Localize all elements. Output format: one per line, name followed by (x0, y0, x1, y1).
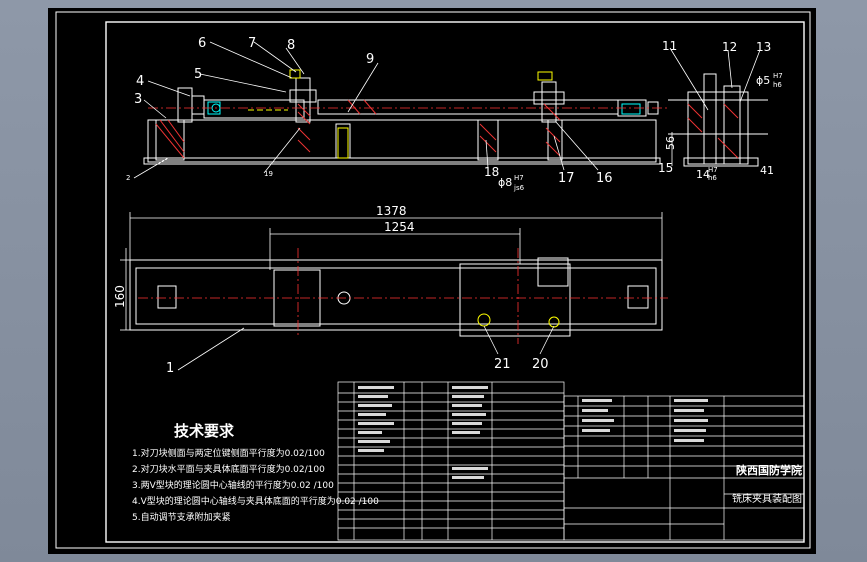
fit-pin-upper: H7 (514, 174, 524, 182)
part-label-11: 11 (662, 39, 677, 53)
dim-overall-length: 1378 (376, 204, 407, 218)
tech-item-5: 5.自动调节支承附加夹紧 (132, 511, 231, 523)
part-label-7: 7 (248, 36, 256, 51)
part-label-18: 18 (484, 165, 499, 179)
part-label-1: 1 (166, 361, 174, 376)
drawing-canvas: 6 7 8 9 4 5 3 11 12 13 18 17 16 15 14 1 … (55, 11, 811, 549)
yellow-details (248, 69, 553, 159)
table-fill-strokes (358, 386, 708, 479)
part-label-6: 6 (198, 36, 206, 51)
front-view (143, 77, 661, 165)
part-label-2: 2 (126, 174, 130, 182)
part-label-12: 12 (722, 40, 737, 54)
part-label-8: 8 (287, 38, 295, 53)
title-block-drawing-name: 铣床夹具装配图 (732, 492, 802, 505)
part-label-13: 13 (756, 40, 771, 54)
fit-pin: ϕ8 (498, 176, 512, 189)
tech-item-2: 2.对刀块水平面与夹具体底面平行度为0.02/100 (132, 463, 325, 475)
dim-side2: 41 (760, 164, 774, 177)
fit-top-upper: H7 (773, 72, 783, 80)
part-label-16: 16 (596, 171, 613, 186)
dimension-lines (120, 132, 673, 331)
part-label-17: 17 (558, 171, 575, 186)
part-labels: 6 7 8 9 4 5 3 11 12 13 18 17 16 15 14 1 … (126, 36, 771, 376)
part-label-15: 15 (658, 161, 673, 175)
parts-list-left (337, 381, 565, 541)
fit-top-lower: h6 (773, 81, 782, 89)
leader-lines (133, 41, 761, 371)
fit-pin-lower: js6 (513, 184, 525, 192)
fit-side-upper: H7 (708, 166, 718, 174)
drawing-sheet: 6 7 8 9 4 5 3 11 12 13 18 17 16 15 14 1 … (48, 8, 816, 554)
part-label-19: 19 (264, 170, 273, 178)
fit-top: ϕ5 (756, 74, 770, 87)
tech-item-4: 4.V型块的理论圆中心轴线与夹具体底面的平行度为0.02 /100 (132, 495, 379, 507)
section-hatch-side (687, 103, 739, 159)
dim-side: 56 (664, 136, 677, 150)
part-label-21: 21 (494, 357, 511, 372)
tech-title: 技术要求 (174, 422, 235, 440)
parts-list-right (563, 395, 805, 541)
dim-plan-height: 160 (113, 285, 127, 308)
part-label-3: 3 (134, 92, 142, 107)
tech-item-1: 1.对刀块侧面与两定位键侧面平行度为0.02/100 (132, 447, 325, 459)
plan-centerline (138, 248, 668, 344)
section-hatch-front (297, 99, 561, 157)
dim-inner-length: 1254 (384, 220, 415, 234)
inner-border (105, 21, 805, 543)
side-view (668, 73, 768, 167)
part-label-4: 4 (136, 74, 144, 89)
tech-requirements: 技术要求 1.对刀块侧面与两定位键侧面平行度为0.02/100 2.对刀块水平面… (132, 422, 379, 523)
title-block-school: 陕西国防学院 (736, 463, 802, 477)
plan-view (129, 257, 663, 337)
cyan-details (148, 101, 668, 115)
part-label-20: 20 (532, 357, 549, 372)
fit-side-lower: h6 (708, 174, 717, 182)
tech-item-3: 3.两V型块的理论圆中心轴线的平行度为0.02 /100 (132, 479, 334, 491)
dimension-texts: 1378 1254 160 56 41 ϕ5 H7 h6 ϕ8 H7 js6 H… (113, 72, 783, 308)
part-label-9: 9 (366, 52, 374, 67)
part-label-5: 5 (194, 67, 202, 82)
part-label-14: 14 (696, 168, 710, 181)
outer-border (55, 11, 811, 549)
